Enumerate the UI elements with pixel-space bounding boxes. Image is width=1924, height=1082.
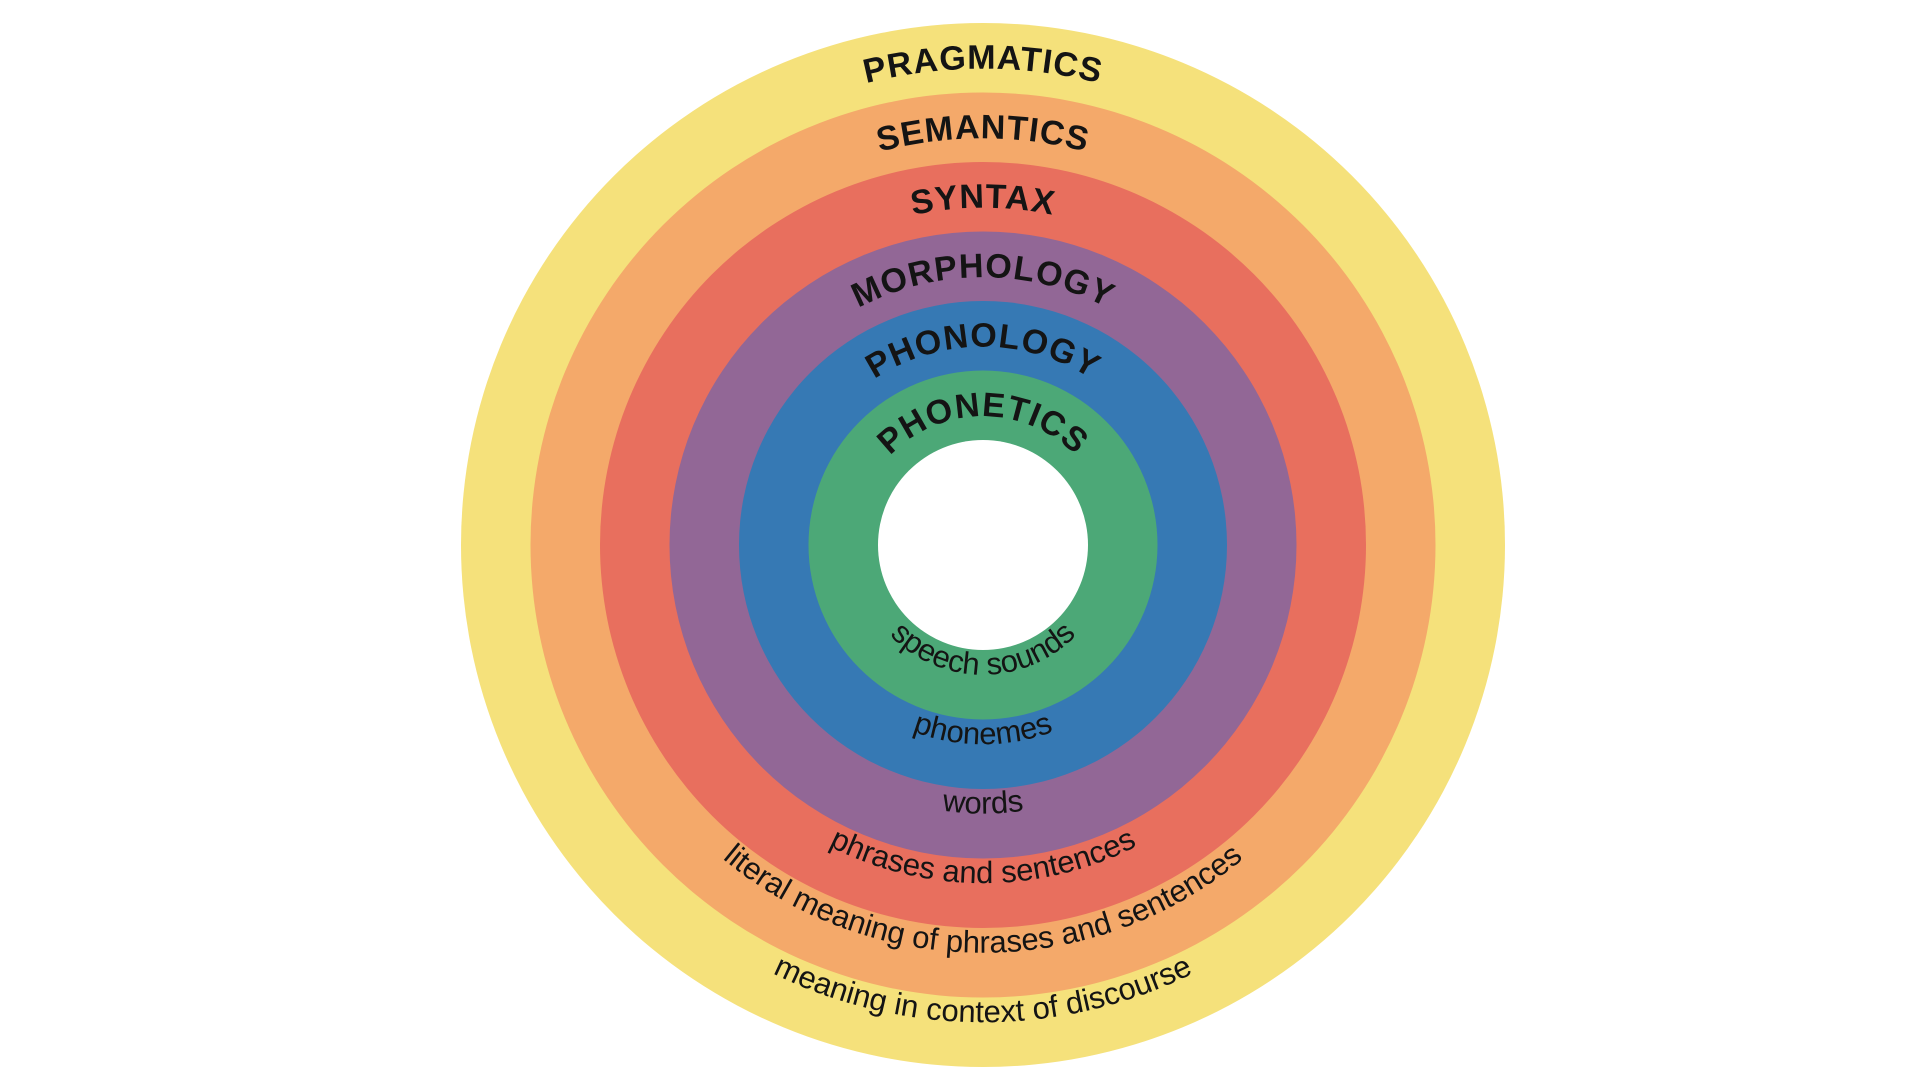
center-circle	[878, 440, 1088, 650]
ring-description-morphology: words	[940, 783, 1025, 821]
